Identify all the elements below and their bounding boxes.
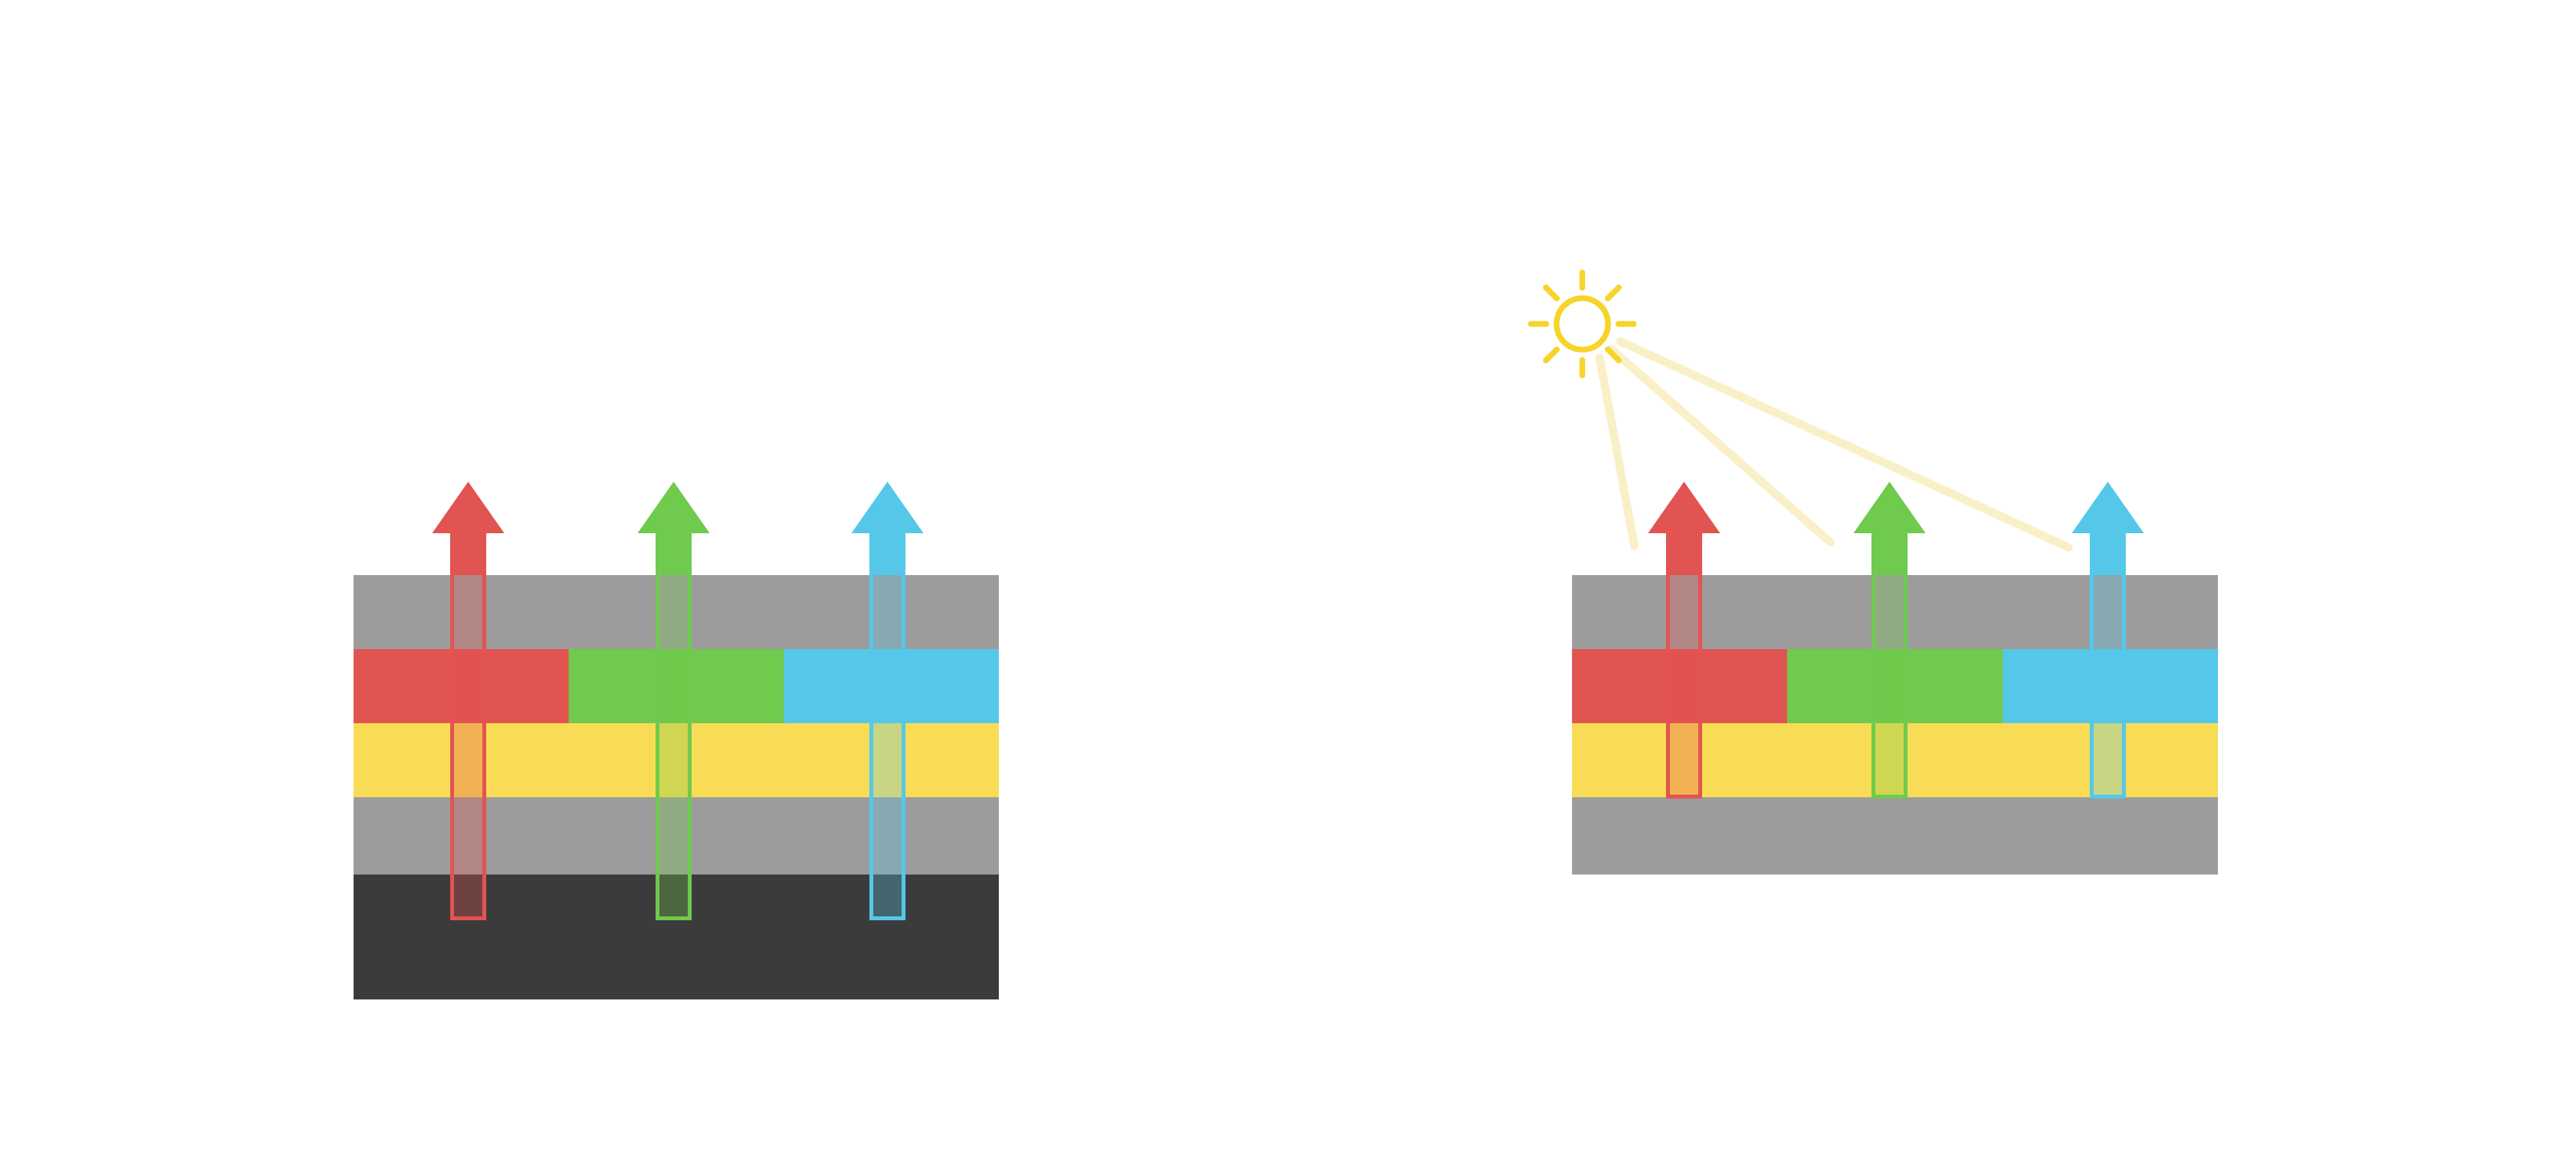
cyan-light-arrow-head: [851, 482, 923, 533]
green-light-arrow-shaft: [1871, 533, 1908, 575]
layer-top-gray-layer: [1572, 575, 2218, 649]
sun-ray-icon: [1542, 346, 1560, 364]
layer-rgb-color-filter-red-segment: [354, 649, 569, 723]
cyan-light-arrow-beam-through-stack: [2090, 575, 2126, 799]
red-light-arrow-shaft: [1666, 533, 1702, 575]
layer-backlight-layer: [354, 875, 999, 999]
green-light-arrow-beam-through-stack: [1871, 575, 1908, 799]
sunlight-beam: [1607, 345, 1835, 547]
red-light-arrow-shaft: [450, 533, 486, 575]
red-light-arrow-head: [1648, 482, 1720, 533]
cyan-light-arrow-head: [2072, 482, 2144, 533]
cyan-light-arrow-beam-through-stack: [869, 575, 905, 920]
cyan-light-arrow-shaft: [869, 533, 905, 575]
layer-yellow-layer: [354, 723, 999, 797]
red-light-arrow-beam-through-stack: [450, 575, 486, 920]
layer-rgb-color-filter-red-segment: [1572, 649, 1788, 723]
layer-rgb-color-filter-cyan-segment: [2002, 649, 2218, 723]
layer-top-gray-layer: [354, 575, 999, 649]
layer-rgb-color-filter-cyan-segment: [784, 649, 999, 723]
red-light-arrow-head: [432, 482, 504, 533]
cyan-light-arrow-shaft: [2090, 533, 2126, 575]
layer-yellow-layer: [1572, 723, 2218, 797]
red-light-arrow-beam-through-stack: [1666, 575, 1702, 799]
green-light-arrow-head: [638, 482, 710, 533]
layer-bottom-gray-layer: [1572, 797, 2218, 875]
sun-ray-icon: [1605, 346, 1622, 364]
sun-ray-icon: [1605, 284, 1622, 301]
sun-ray-icon: [1542, 284, 1560, 301]
layer-bottom-gray-layer: [354, 797, 999, 875]
green-light-arrow-head: [1853, 482, 1926, 533]
green-light-arrow-beam-through-stack: [656, 575, 692, 920]
green-light-arrow-shaft: [656, 533, 692, 575]
layer-rgb-color-filter-green-segment: [569, 649, 784, 723]
layer-rgb-color-filter-green-segment: [1787, 649, 2003, 723]
sunlight-beam: [1595, 354, 1639, 551]
sun-icon: [1553, 295, 1611, 353]
